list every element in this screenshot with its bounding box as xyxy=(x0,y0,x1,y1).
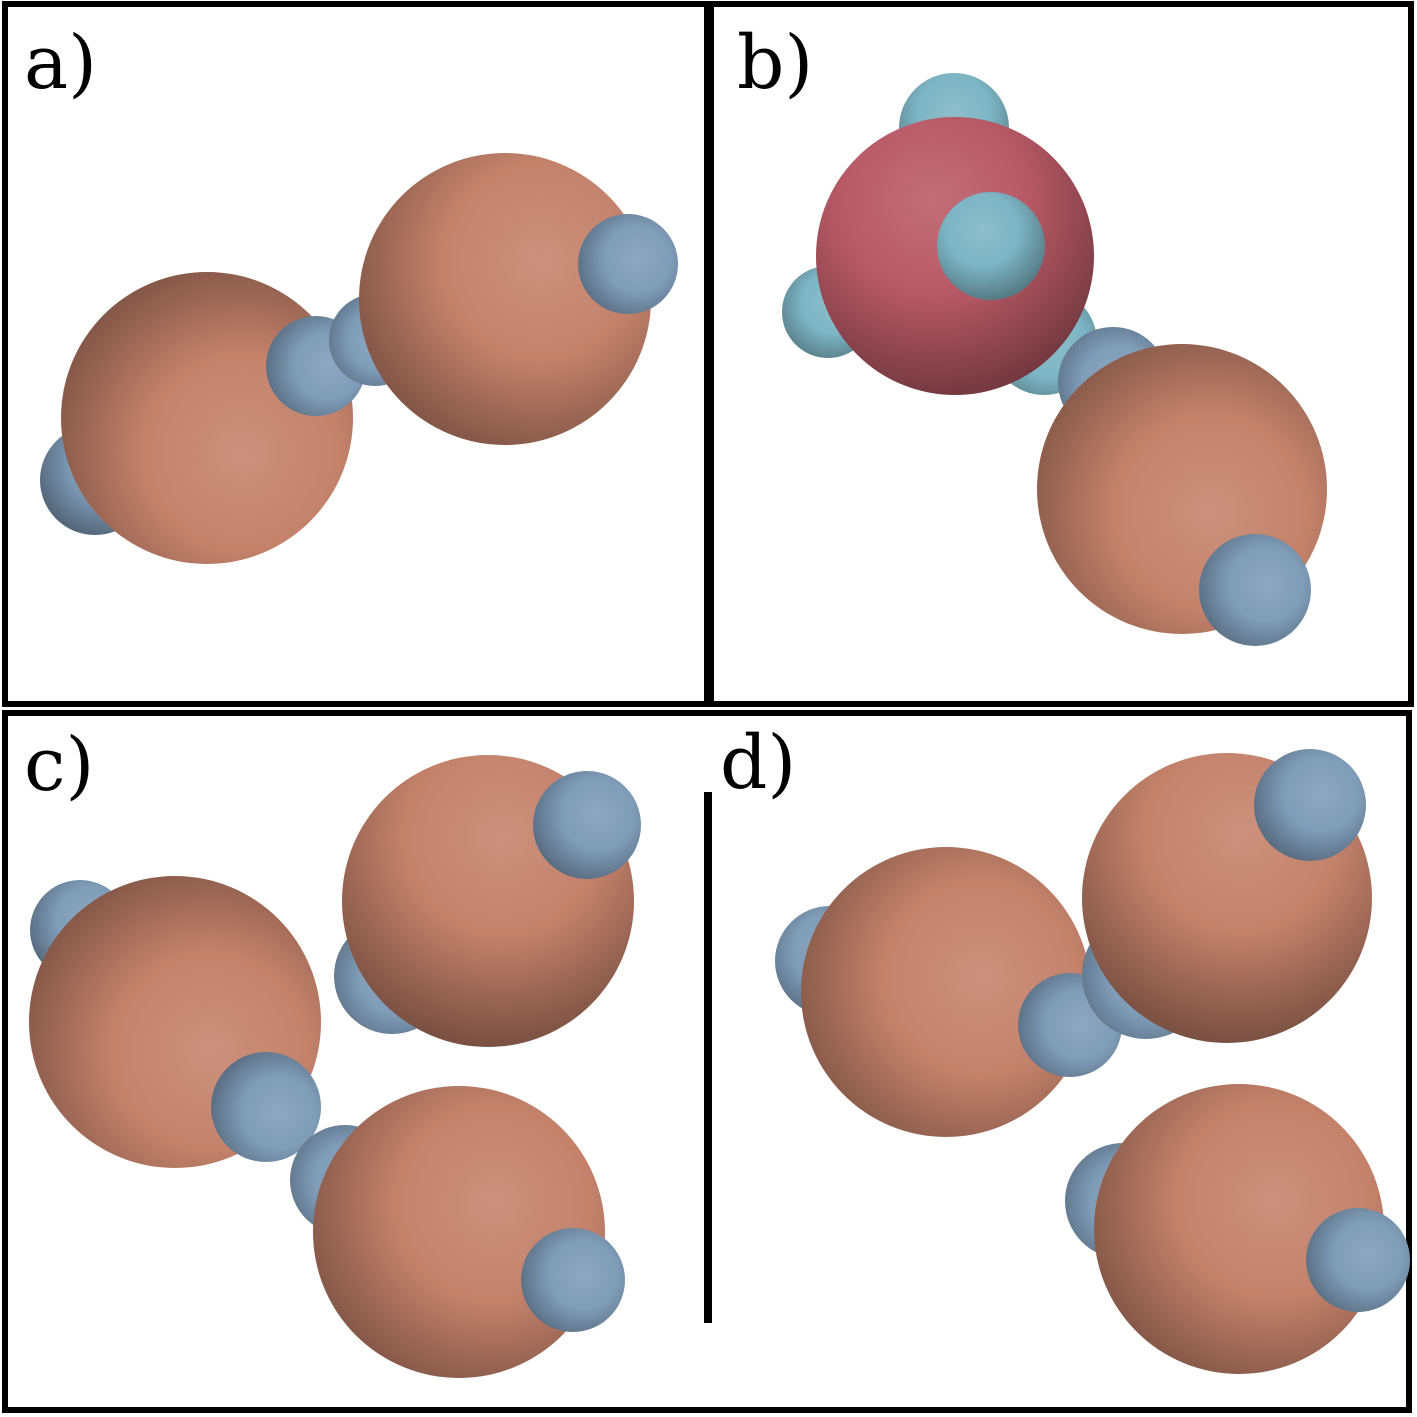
panel-b-molecule xyxy=(782,73,1327,646)
panel-d-hydrogen-atom xyxy=(1254,749,1366,861)
panel-c-label: c) xyxy=(24,722,94,808)
panel-d-label: d) xyxy=(720,720,796,806)
panel-b-label: b) xyxy=(737,20,813,106)
panel-b-hydrogen-atom xyxy=(1199,534,1311,646)
panel-cd-frame xyxy=(2,710,1412,1413)
panel-d-copper-atom xyxy=(801,847,1091,1137)
panel-a-frame xyxy=(2,1,710,707)
panel-b-frame xyxy=(708,1,1414,707)
panel-d-hydrogen-atom xyxy=(1306,1208,1410,1312)
panel-c-molecule xyxy=(29,755,641,1378)
panel-a-hydrogen-atom xyxy=(578,214,678,314)
panel-a-copper-atom xyxy=(359,153,651,445)
panel-a-molecule xyxy=(40,153,678,564)
panel-a-label: a) xyxy=(24,20,97,106)
panel-c-hydrogen-atom xyxy=(533,771,641,879)
panel-d-molecule xyxy=(775,749,1410,1374)
panel-a-copper-atom xyxy=(61,272,353,564)
panel-c-hydrogen-atom xyxy=(521,1228,625,1332)
panel-d-copper-atom xyxy=(1094,1084,1384,1374)
panel-c-hydrogen-atom xyxy=(211,1052,321,1162)
panel-b-water-hydrogen-atom xyxy=(937,192,1045,300)
